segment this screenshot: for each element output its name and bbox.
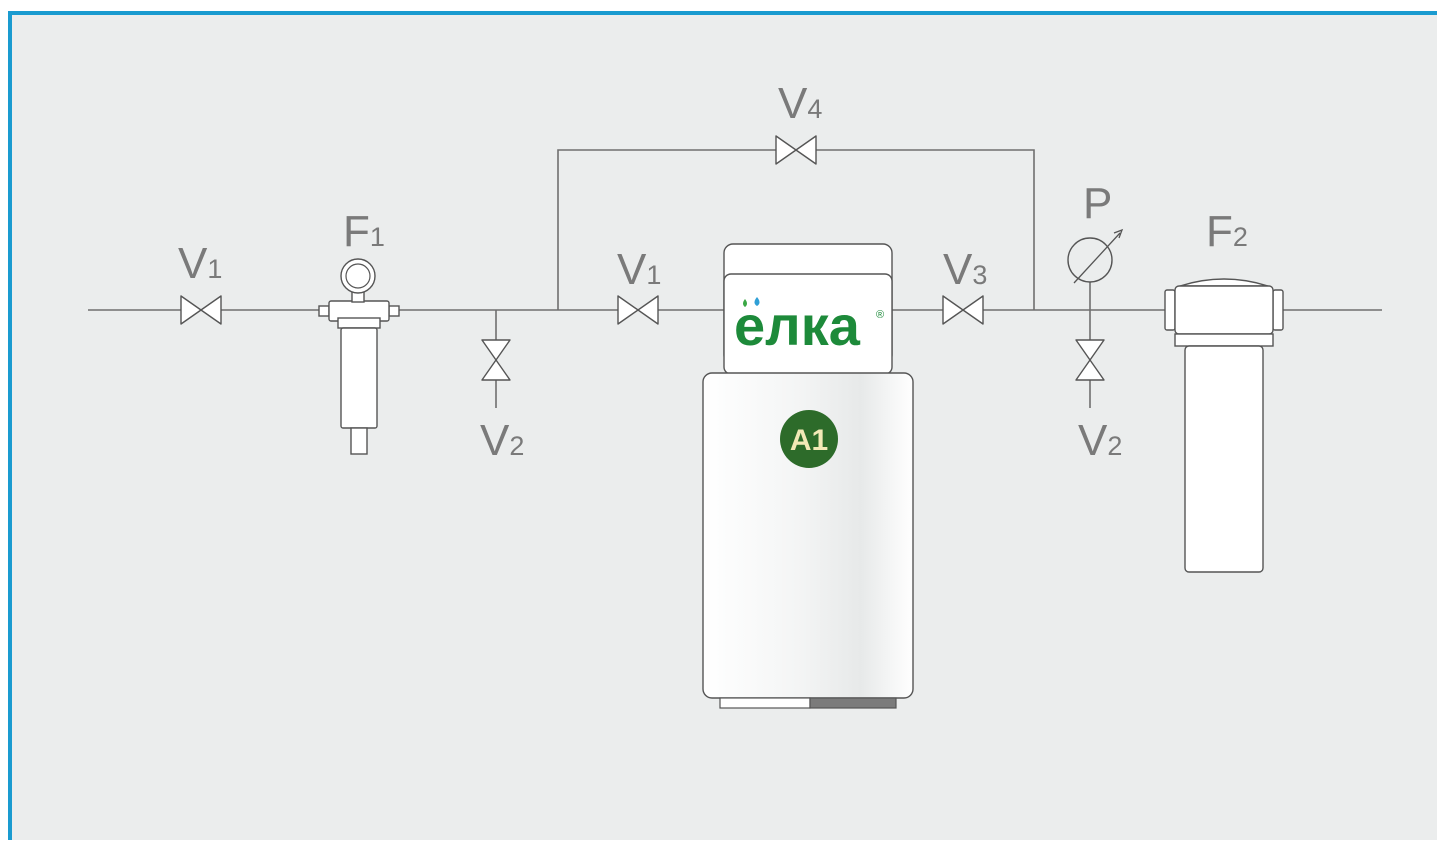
pressure-gauge-icon xyxy=(1067,228,1124,284)
base-strip-dark xyxy=(809,697,897,709)
unit-badge-label: A1 xyxy=(790,424,828,457)
label-v4: V4 xyxy=(778,79,822,128)
label-v1-inlet: V1 xyxy=(178,239,222,288)
valve-v1-inlet[interactable] xyxy=(180,295,222,325)
green-drop-icon xyxy=(743,299,747,307)
label-v2-left: V2 xyxy=(480,416,524,465)
valve-v4-bypass[interactable] xyxy=(775,135,817,165)
label-p: P xyxy=(1083,179,1112,228)
softener-unit-a1: елка ® A1 xyxy=(702,243,914,709)
filter-f1 xyxy=(318,258,400,455)
brand-name: елка xyxy=(734,294,861,357)
base-strip-light xyxy=(719,697,811,709)
unit-badge xyxy=(780,410,838,468)
elka-logo: елка ® xyxy=(734,294,884,357)
label-f2: F2 xyxy=(1206,207,1248,256)
filter-f2 xyxy=(1164,278,1284,573)
label-v2-right: V2 xyxy=(1078,416,1122,465)
label-v3: V3 xyxy=(943,245,987,294)
label-v1-unit: V1 xyxy=(617,245,661,294)
valve-v1-unit-inlet[interactable] xyxy=(617,295,659,325)
valve-v2-drain-left[interactable] xyxy=(481,339,511,381)
registered-mark: ® xyxy=(876,309,884,321)
valve-v2-drain-right[interactable] xyxy=(1075,339,1105,381)
valve-v3-unit-outlet[interactable] xyxy=(942,295,984,325)
label-f1: F1 xyxy=(343,207,385,256)
blue-drop-icon xyxy=(754,297,760,306)
